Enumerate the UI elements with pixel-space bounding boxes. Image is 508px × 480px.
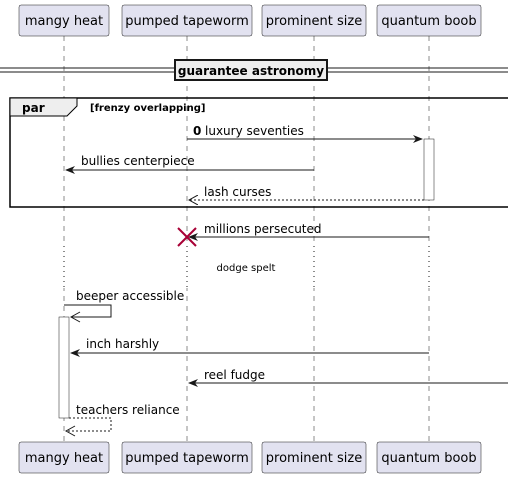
activation-mangy-heat (58, 316, 70, 419)
participant-pumped-tapeworm-bottom[interactable]: pumped tapeworm (121, 441, 253, 474)
participant-mangy-heat-bottom[interactable]: mangy heat (18, 441, 110, 474)
message-number: 0 (193, 124, 201, 138)
participant-label: quantum boob (381, 451, 476, 466)
message-label: bullies centerpiece (81, 154, 195, 168)
participant-label: pumped tapeworm (125, 14, 248, 29)
participant-quantum-boob-top[interactable]: quantum boob (376, 4, 482, 37)
message-inch-harshly: inch harshly (70, 337, 429, 357)
message-millions-persecuted: millions persecuted (177, 222, 429, 247)
participant-label: mangy heat (25, 14, 103, 29)
participant-label: mangy heat (25, 451, 103, 466)
message-label: lash curses (204, 185, 271, 199)
delay-gap (0, 246, 508, 288)
participant-prominent-size-bottom[interactable]: prominent size (261, 441, 367, 474)
message-label: luxury seventies (205, 124, 304, 138)
message-lash-curses: lash curses (189, 185, 424, 200)
message-label: millions persecuted (204, 222, 322, 236)
fragment-keyword: par (22, 101, 45, 115)
message-reel-fudge: reel fudge (188, 368, 508, 387)
message-label: inch harshly (86, 337, 159, 351)
participant-quantum-boob-bottom[interactable]: quantum boob (376, 441, 482, 474)
message-label: reel fudge (204, 368, 265, 382)
message-label: beeper accessible (76, 289, 184, 303)
divider: guarantee astronomy (0, 59, 508, 81)
message-luxury-seventies: 0 luxury seventies (187, 124, 423, 143)
participant-label: pumped tapeworm (125, 451, 248, 466)
message-beeper-accessible: beeper accessible (64, 289, 184, 323)
participant-label: prominent size (266, 14, 362, 29)
participant-label: quantum boob (381, 14, 476, 29)
divider-label: guarantee astronomy (178, 64, 324, 78)
fragment-guard: [frenzy overlapping] (90, 103, 205, 114)
message-bullies-centerpiece: bullies centerpiece (65, 154, 314, 174)
par-fragment: par [frenzy overlapping] (9, 97, 508, 208)
delay-label: dodge spelt (217, 263, 276, 274)
destroy-icon (177, 227, 197, 247)
lifelines (63, 36, 430, 442)
activation-quantum-boob (423, 138, 435, 201)
participant-mangy-heat-top[interactable]: mangy heat (18, 4, 110, 37)
participant-pumped-tapeworm-top[interactable]: pumped tapeworm (121, 4, 253, 37)
message-teachers-reliance: teachers reliance (64, 403, 180, 437)
message-label: teachers reliance (76, 403, 180, 417)
participant-label: prominent size (266, 451, 362, 466)
participant-prominent-size-top[interactable]: prominent size (261, 4, 367, 37)
